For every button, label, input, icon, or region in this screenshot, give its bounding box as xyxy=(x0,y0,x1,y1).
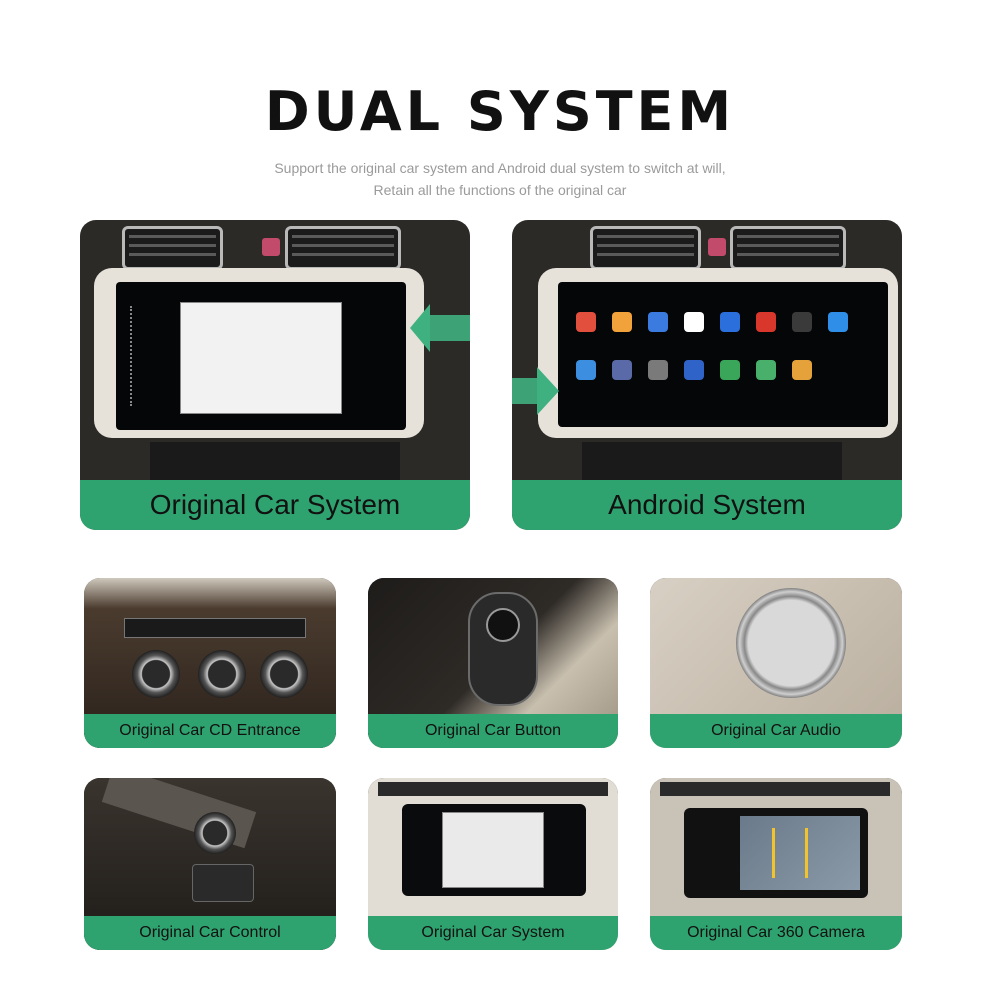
app-icon xyxy=(828,312,848,332)
navigation-icon xyxy=(576,360,596,380)
car-button-label: Original Car Button xyxy=(368,714,618,748)
subtitle-line-1: Support the original car system and Andr… xyxy=(274,160,726,176)
app-icon xyxy=(792,312,812,332)
google-icon xyxy=(684,312,704,332)
app-icon xyxy=(612,312,632,332)
android-system-label: Android System xyxy=(512,480,902,530)
bluetooth-icon xyxy=(720,312,740,332)
car-control-label: Original Car Control xyxy=(84,916,336,950)
subtitle-line-2: Retain all the functions of the original… xyxy=(373,182,627,198)
app-icon xyxy=(756,312,776,332)
video-icon xyxy=(648,360,668,380)
original-screen xyxy=(116,282,406,430)
original-system-photo xyxy=(80,220,470,530)
car-button-card: Original Car Button xyxy=(368,578,618,748)
hazard-icon xyxy=(262,238,280,256)
cd-entrance-label: Original Car CD Entrance xyxy=(84,714,336,748)
car-360-camera-card: Original Car 360 Camera xyxy=(650,778,902,950)
chrome-icon xyxy=(576,312,596,332)
page-title: DUAL SYSTEM xyxy=(264,80,736,143)
app-icon xyxy=(684,360,704,380)
app-icon xyxy=(792,360,812,380)
android-system-photo xyxy=(512,220,902,530)
settings-icon xyxy=(612,360,632,380)
car-audio-label: Original Car Audio xyxy=(650,714,902,748)
car-system-small-card: Original Car System xyxy=(368,778,618,950)
car-control-card: Original Car Control xyxy=(84,778,336,950)
original-system-label: Original Car System xyxy=(80,480,470,530)
hazard-icon xyxy=(708,238,726,256)
car-system-small-label: Original Car System xyxy=(368,916,618,950)
original-system-card: Original Car System xyxy=(80,220,470,530)
app-icon xyxy=(756,360,776,380)
app-icon xyxy=(720,360,740,380)
android-screen xyxy=(558,282,888,427)
android-system-card: Android System xyxy=(512,220,902,530)
app-icon xyxy=(648,312,668,332)
speaker-icon xyxy=(736,588,846,698)
cd-entrance-card: Original Car CD Entrance xyxy=(84,578,336,748)
car-audio-card: Original Car Audio xyxy=(650,578,902,748)
car-360-camera-label: Original Car 360 Camera xyxy=(650,916,902,950)
